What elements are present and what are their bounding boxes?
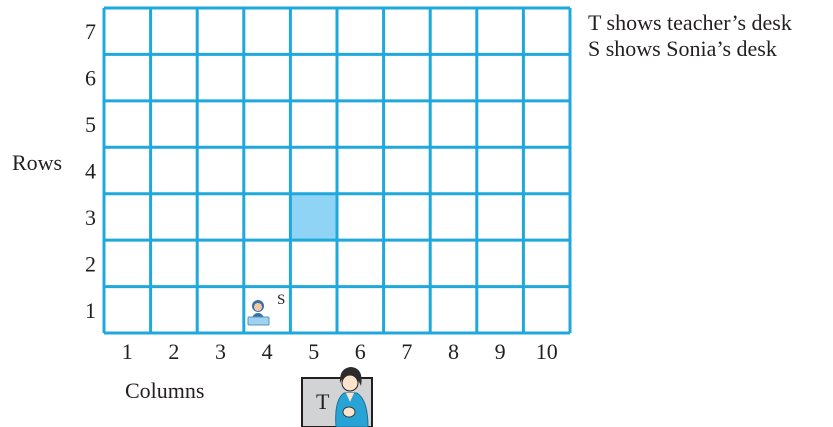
legend-teacher: T shows teacher’s desk: [588, 10, 792, 36]
column-number: 5: [308, 339, 319, 364]
column-number: 1: [122, 339, 133, 364]
rows-label: Rows: [12, 150, 62, 175]
legend-sonia: S shows Sonia’s desk: [588, 36, 792, 62]
row-number: 3: [85, 205, 96, 230]
column-number: 8: [448, 339, 459, 364]
column-number: 2: [168, 339, 179, 364]
row-number: 7: [85, 19, 96, 44]
teacher-desk-mark: T: [316, 389, 330, 414]
legend: T shows teacher’s desk S shows Sonia’s d…: [588, 10, 792, 62]
column-numbers: 1 2 3 4 5 6 7 8 9 10: [122, 339, 558, 364]
highlighted-cell: [290, 194, 337, 240]
row-number: 4: [85, 159, 96, 184]
row-number: 2: [85, 251, 96, 276]
grid-lines: [104, 8, 570, 333]
row-number: 1: [85, 298, 96, 323]
column-number: 10: [536, 339, 558, 364]
row-numbers: 1 2 3 4 5 6 7: [85, 19, 96, 323]
column-number: 4: [262, 339, 273, 364]
column-number: 9: [495, 339, 506, 364]
column-number: 7: [401, 339, 412, 364]
grid-cells: [290, 194, 337, 240]
column-number: 3: [215, 339, 226, 364]
columns-label: Columns: [125, 378, 204, 403]
sonia-figure-icon: [248, 300, 269, 325]
row-number: 5: [85, 112, 96, 137]
row-number: 6: [85, 66, 96, 91]
sonia-desk-mark: S: [277, 292, 285, 308]
column-number: 6: [355, 339, 366, 364]
